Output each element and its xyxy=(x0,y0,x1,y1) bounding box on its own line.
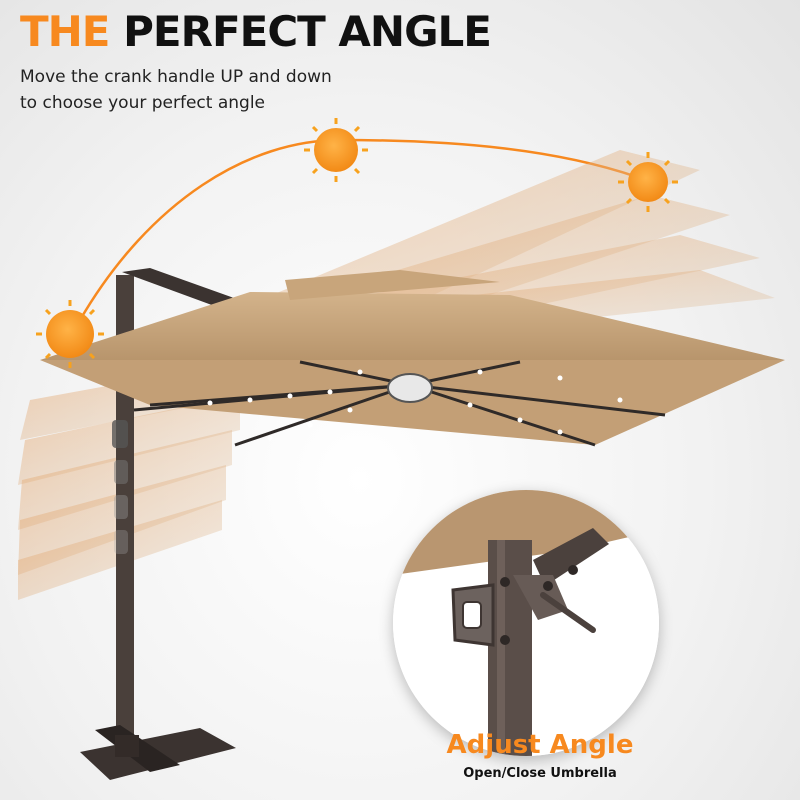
sun-icon-top xyxy=(304,118,368,182)
crank-handle-positions xyxy=(112,420,128,554)
subtitle-line-1: Move the crank handle UP and down xyxy=(20,67,332,87)
title-rest: PERFECT ANGLE xyxy=(123,7,492,56)
sun-icon-right xyxy=(618,152,678,212)
canopy-ribs xyxy=(133,360,666,447)
inset-subtitle: Open/Close Umbrella xyxy=(463,766,617,781)
led-strip-lights xyxy=(207,369,623,441)
page-title: THE PERFECT ANGLE xyxy=(20,6,492,58)
inset-title: Adjust Angle xyxy=(446,730,634,760)
led-light-pod xyxy=(387,373,433,403)
crank-closeup-inset xyxy=(393,490,659,756)
sun-icon-left xyxy=(36,300,104,368)
cross-base-stand xyxy=(80,725,236,780)
subtitle-line-2: to choose your perfect angle xyxy=(20,93,266,113)
subtitle: Move the crank handle UP and down to cho… xyxy=(20,64,332,116)
title-accent: THE xyxy=(20,7,110,56)
crank-closeup-image xyxy=(393,490,659,756)
